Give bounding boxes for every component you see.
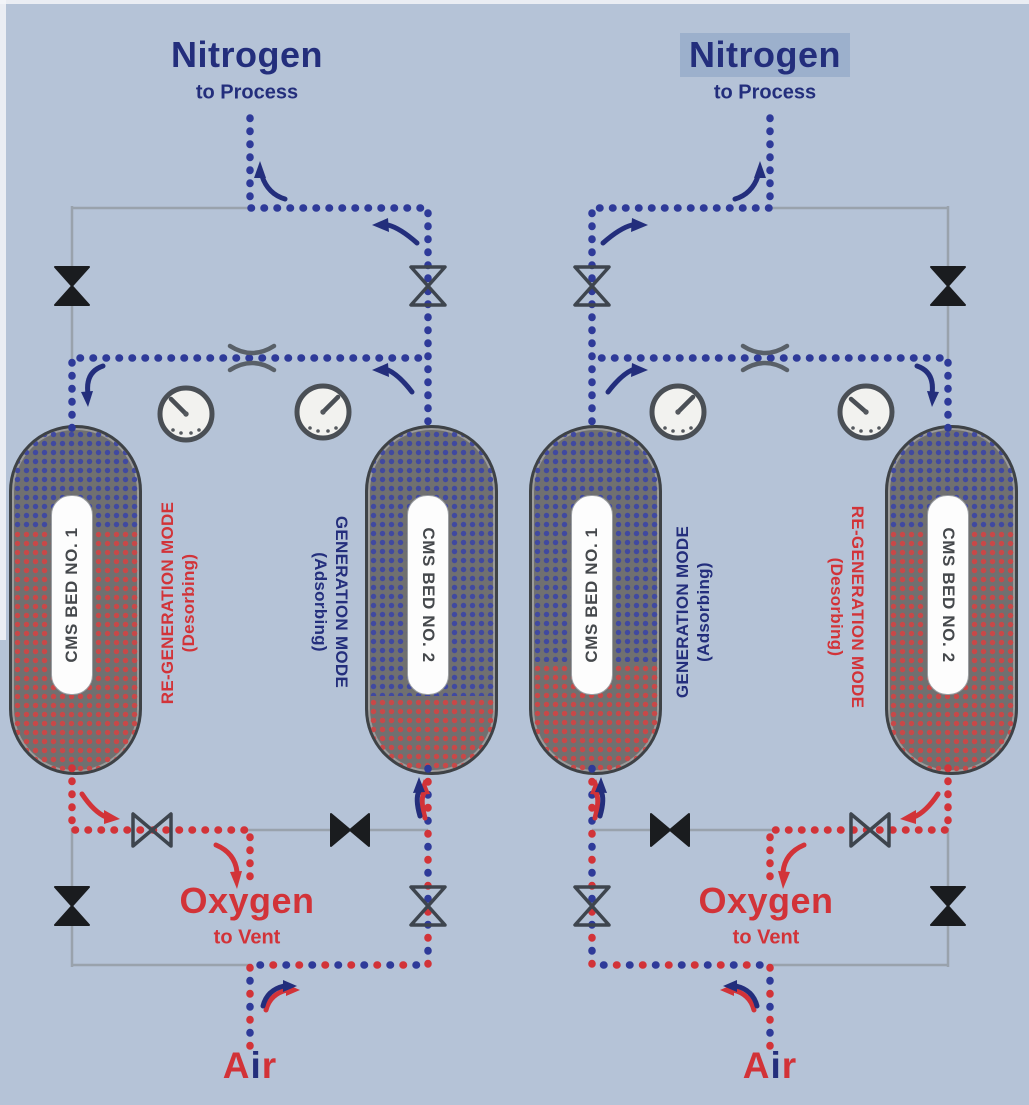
closed-valve-icon-top-right-p2 [930, 266, 966, 306]
bed-1-nameplate-left: CMS BED NO. 1 [51, 495, 93, 695]
open-valve-icon-bottom-left-p2 [573, 885, 611, 927]
bed-1-mode-label-left: RE-GENERATION MODE (Desorbing) [158, 501, 198, 705]
bed-2-nameplate-right: CMS BED NO. 2 [927, 495, 969, 695]
nitrogen-sublabel: to Process [713, 81, 817, 104]
oxygen-label: Oxygen [179, 880, 315, 921]
bed-2-mode-label-left: GENERATION MODE (Adsorbing) [311, 515, 351, 689]
open-valve-icon-bottom-right-p1 [409, 885, 447, 927]
orifice-icon [227, 343, 790, 373]
bed-1-mode-label-right: GENERATION MODE (Adsorbing) [673, 525, 713, 699]
closed-valve-icon-bottom-left-p1 [54, 886, 90, 926]
open-valve-icon-top-left-p2 [573, 265, 611, 307]
open-valve-icon-vent-p1 [131, 812, 173, 848]
closed-valve-icon-crossover-p1 [330, 813, 370, 847]
nitrogen-flow-lines [68, 114, 952, 432]
nitrogen-sublabel: to Process [195, 81, 299, 104]
closed-valve-icon-top-left-p1 [54, 266, 90, 306]
pressure-gauge-icon-p1-bed2 [294, 383, 352, 441]
closed-valve-icon-bottom-right-p2 [930, 886, 966, 926]
open-valve-icon-vent-p2 [849, 812, 891, 848]
pressure-gauge-icon-p1-bed1 [157, 385, 215, 443]
gray-pipe-network [70, 206, 950, 967]
air-label: Air [222, 1045, 278, 1086]
bed-2-nameplate-left: CMS BED NO. 2 [407, 495, 449, 695]
oxygen-flow-lines [68, 764, 952, 888]
oxygen-label: Oxygen [698, 880, 834, 921]
air-flow-lines [246, 764, 774, 1050]
nitrogen-label-highlighted: Nitrogen [680, 33, 850, 77]
bed-1-nameplate-right: CMS BED NO. 1 [571, 495, 613, 695]
pressure-gauge-icon-p2-bed1 [649, 383, 707, 441]
open-valve-icon-top-right-p1 [409, 265, 447, 307]
oxygen-sublabel: to Vent [732, 926, 800, 949]
frame-edge-top [0, 0, 1029, 4]
bed-2-mode-label-right: RE-GENERATION MODE (Desorbing) [827, 505, 867, 709]
nitrogen-label: Nitrogen [171, 34, 323, 75]
closed-valve-icon-crossover-p2 [650, 813, 690, 847]
pressure-gauge-icon-p2-bed2 [837, 383, 895, 441]
air-label: Air [742, 1045, 798, 1086]
oxygen-sublabel: to Vent [213, 926, 281, 949]
desorbed-oxygen-zone [368, 696, 495, 772]
frame-edge-left [0, 0, 6, 640]
